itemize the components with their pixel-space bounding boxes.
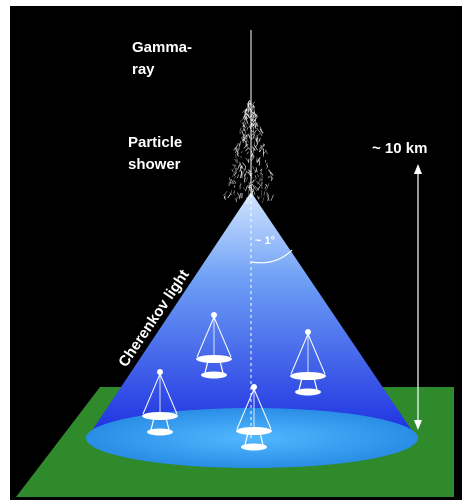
telescope-icon: [290, 329, 326, 396]
particle-shower-label: Particle shower: [128, 134, 186, 173]
angle-label: ~ 1°: [255, 235, 275, 247]
telescope-icon: [142, 369, 178, 436]
telescope-icon: [236, 384, 272, 451]
gamma-ray-label: Gamma- ray: [132, 39, 196, 78]
angle-arc: [250, 249, 293, 264]
distance-label: ~ 10 km: [372, 140, 427, 157]
telescope-array: [142, 312, 326, 451]
particle-shower-icon: [222, 100, 274, 204]
telescope-icon: [196, 312, 232, 379]
cherenkov-cone: [87, 192, 417, 438]
light-pool: [86, 408, 418, 468]
distance-arrow: [414, 164, 422, 430]
